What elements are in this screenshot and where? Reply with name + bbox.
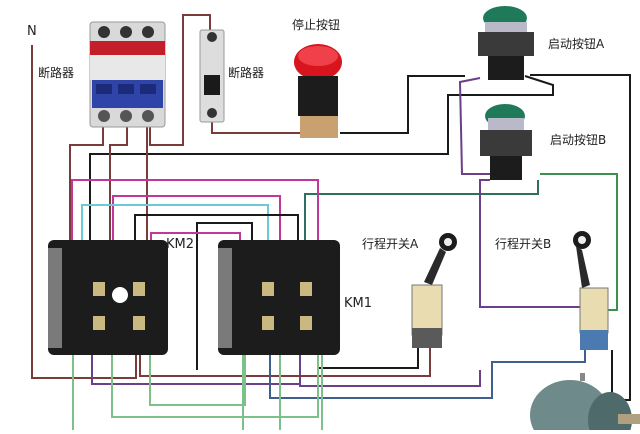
limit-switch-b-device (573, 231, 609, 350)
wire-start-b-dark (304, 180, 539, 245)
start-button-a-device (478, 6, 534, 80)
label-breaker-3p: 断路器 (38, 66, 75, 80)
wire-magenta-3 (150, 232, 241, 245)
start-button-b-device (480, 104, 532, 180)
wire-breaker-link (149, 14, 211, 146)
limit-switch-a-device (411, 233, 457, 348)
wire-magenta-1 (71, 179, 319, 245)
motor-device (530, 373, 640, 434)
label-limit-switch-b: 行程开关B (495, 237, 552, 251)
wire-dark-top (134, 214, 299, 245)
breaker-3p (89, 21, 166, 128)
wire-green-1 (149, 340, 246, 406)
label-km1: KM1 (344, 296, 373, 311)
label-start-button-a: 启动按钮A (548, 37, 605, 51)
contactor-km2-device (48, 240, 168, 355)
wire-dark-mid (196, 222, 253, 370)
wires (31, 14, 631, 430)
wire-start-a-out (89, 75, 554, 245)
label-breaker-1p: 断路器 (228, 66, 265, 80)
wire-start-b-purple (479, 179, 580, 308)
wire-green-2 (111, 340, 319, 418)
wire-purple-long (299, 345, 481, 387)
wire-stop-to-start-a (340, 75, 465, 134)
wire-start-a-purple (458, 77, 490, 175)
wire-brown-bottom (139, 340, 431, 377)
wire-l2 (109, 125, 128, 245)
label-km2: KM2 (166, 237, 195, 252)
breaker-1p (199, 29, 225, 123)
wire-blue-ls-b (269, 345, 586, 399)
wire-neutral (31, 45, 137, 379)
stop-button-device (294, 44, 342, 138)
wire-1p-to-stop (211, 118, 300, 134)
wire-l1 (69, 125, 104, 245)
label-stop-button: 停止按钮 (292, 18, 341, 32)
wire-start-a-right (530, 74, 631, 401)
contactor-km1-device (218, 240, 340, 355)
wire-magenta-2 (112, 195, 281, 245)
label-start-button-b: 启动按钮B (550, 133, 607, 147)
label-limit-switch-a: 行程开关A (362, 237, 419, 251)
label-neutral: N (27, 24, 37, 39)
